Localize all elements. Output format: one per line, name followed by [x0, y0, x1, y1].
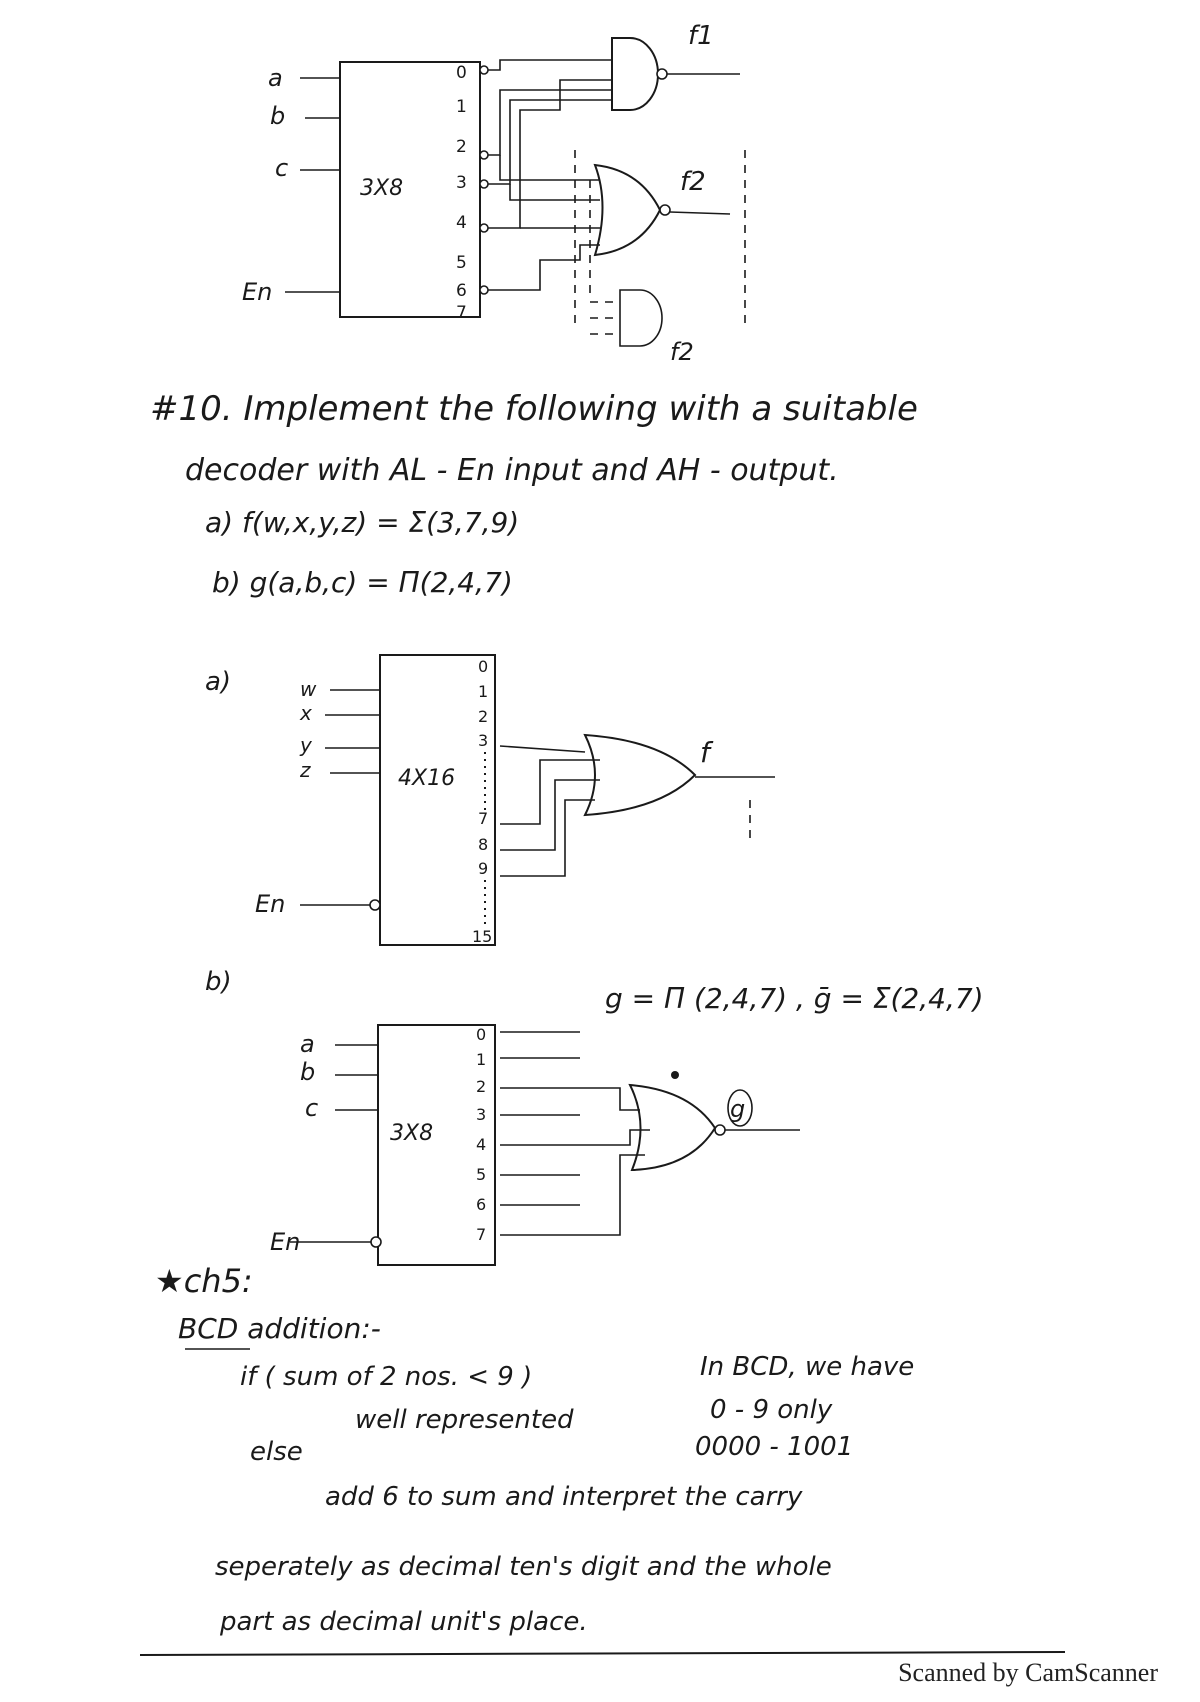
- out-5: 5: [456, 253, 467, 273]
- nor-gate-b: [628, 1083, 717, 1172]
- out-a-1: 1: [478, 682, 488, 701]
- f1-label: f1: [688, 21, 714, 51]
- out-0: 0: [456, 63, 467, 83]
- out-b-7: 7: [476, 1225, 486, 1244]
- add-line-2: seperately as decimal ten's digit and th…: [215, 1552, 832, 1582]
- input-y: y: [299, 733, 313, 757]
- out-b-6: 6: [476, 1195, 486, 1214]
- notes: ★ch5: BCD addition:- if ( sum of 2 nos. …: [139, 1262, 1066, 1656]
- decoder-label: 3X8: [360, 176, 403, 201]
- out-a-0: 0: [478, 657, 488, 676]
- out-a-2: 2: [478, 707, 488, 726]
- out-a-7: 7: [478, 809, 488, 828]
- f2-label: f2: [680, 167, 706, 197]
- add-line-3: part as decimal unit's place.: [219, 1607, 588, 1637]
- out-a-15: 15: [472, 927, 492, 946]
- out-2: 2: [456, 137, 467, 157]
- input-z: z: [299, 758, 311, 782]
- out-b-5: 5: [476, 1165, 486, 1184]
- circuit-b-label: b): [205, 967, 232, 997]
- out-1: 1: [456, 97, 467, 117]
- else-text: else: [250, 1437, 303, 1467]
- bcd-note-1: In BCD, we have: [700, 1352, 914, 1382]
- out-b-3: 3: [476, 1105, 486, 1124]
- circuit-1: 3X8 a b c En 0 1 2 3 4 5 6 7 f1 f2: [242, 21, 746, 366]
- bcd-note-2: 0 - 9 only: [710, 1395, 833, 1425]
- out-6: 6: [456, 281, 467, 301]
- nand-gate: [611, 37, 659, 111]
- out-b-4: 4: [476, 1135, 486, 1154]
- if-line: if ( sum of 2 nos. < 9 ): [240, 1362, 532, 1392]
- enable-label: En: [242, 278, 272, 306]
- input-a-label: a: [268, 64, 283, 92]
- out-a-8: 8: [478, 835, 488, 854]
- nor-gate: [593, 163, 662, 257]
- circuit-b: b) g = Π (2,4,7) , ḡ = Σ(2,4,7) 3X8 a b …: [205, 967, 984, 1266]
- input-b-c: c: [305, 1094, 318, 1122]
- g-label: g: [730, 1095, 745, 1123]
- or-gate: [583, 733, 697, 817]
- circuit-a-label: a): [205, 667, 231, 697]
- question-10: #10. Implement the following with a suit…: [150, 389, 918, 599]
- decoder-4x16-label: 4X16: [398, 766, 455, 791]
- out-b-2: 2: [476, 1077, 486, 1096]
- out-3: 3: [456, 173, 467, 193]
- input-b-label: b: [270, 102, 285, 130]
- input-b-b: b: [300, 1058, 315, 1086]
- out-a-3: 3: [478, 731, 488, 750]
- add-line-1: add 6 to sum and interpret the carry: [325, 1482, 803, 1512]
- q10-part-a: a) f(w,x,y,z) = Σ(3,7,9): [205, 506, 519, 539]
- enable-b: En: [270, 1228, 300, 1256]
- out-a-9: 9: [478, 859, 488, 878]
- circuit-a: a) 4X16 w x y z En 0 1 2 3 7 8 9 15 f: [205, 654, 775, 946]
- and-gate-dashed: [619, 289, 663, 347]
- decoder-3x8-b-label: 3X8: [390, 1121, 433, 1146]
- out-b-0: 0: [476, 1025, 486, 1044]
- q10-line1: #10. Implement the following with a suit…: [150, 389, 918, 429]
- well-represented: well represented: [355, 1405, 574, 1435]
- q10-part-b: b) g(a,b,c) = Π(2,4,7): [212, 566, 513, 599]
- out-b-1: 1: [476, 1050, 486, 1069]
- input-w: w: [300, 677, 317, 701]
- scanner-footer: Scanned by CamScanner: [898, 1658, 1158, 1687]
- enable-a: En: [255, 890, 285, 918]
- decoder-3x8-b-box: [377, 1024, 496, 1266]
- formula: g = Π (2,4,7) , ḡ = Σ(2,4,7): [605, 982, 984, 1015]
- ch5-heading: ★ch5:: [155, 1262, 253, 1300]
- bcd-note-3: 0000 - 1001: [695, 1432, 853, 1462]
- input-x: x: [299, 701, 312, 725]
- f2b-label: f2: [670, 338, 694, 366]
- input-c-label: c: [275, 154, 288, 182]
- q10-line2: decoder with AL - En input and AH - outp…: [185, 453, 839, 488]
- decoder-3x8-box: [339, 61, 481, 318]
- f-label: f: [700, 736, 714, 769]
- bcd-addition-heading: BCD addition:-: [178, 1312, 381, 1345]
- input-b-a: a: [300, 1030, 315, 1058]
- out-7: 7: [456, 303, 467, 323]
- decoder-4x16-box: [379, 654, 496, 946]
- out-4: 4: [456, 213, 467, 233]
